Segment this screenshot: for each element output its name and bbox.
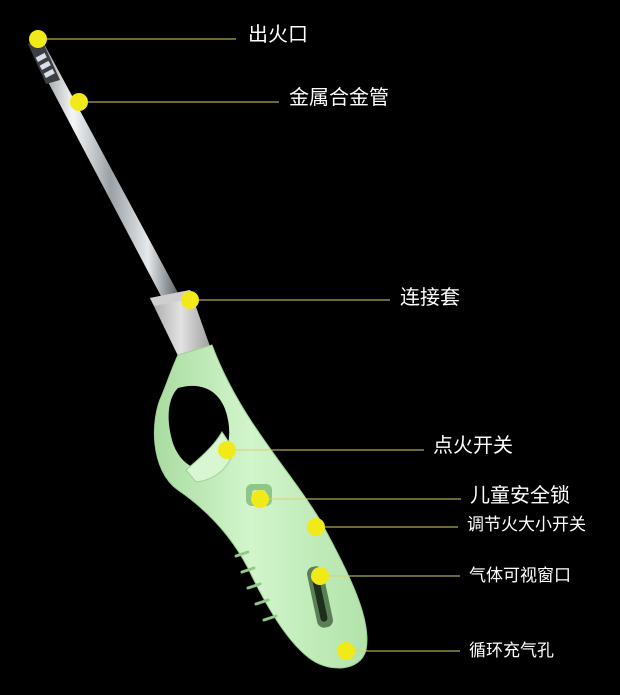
label-metal-tube: 金属合金管	[289, 85, 389, 109]
label-connector-sleeve: 连接套	[400, 285, 460, 309]
label-refill-hole: 循环充气孔	[469, 641, 554, 661]
dot-gas-window	[311, 567, 329, 585]
dot-child-safety-lock	[251, 490, 269, 508]
dot-refill-hole	[337, 642, 355, 660]
metal-tube	[28, 40, 178, 298]
dot-connector-sleeve	[181, 291, 199, 309]
label-child-safety-lock: 儿童安全锁	[470, 483, 570, 507]
label-ignition-switch: 点火开关	[433, 433, 513, 457]
dot-flame-outlet	[29, 30, 47, 48]
label-gas-window: 气体可视窗口	[469, 566, 571, 586]
connector-sleeve	[150, 290, 212, 360]
marker-dots	[29, 30, 355, 660]
label-flame-outlet: 出火口	[248, 22, 308, 46]
dot-ignition-switch	[218, 441, 236, 459]
dot-flame-adjust-switch	[307, 518, 325, 536]
callout-lines	[40, 38, 461, 652]
label-flame-adjust-switch: 调节火大小开关	[467, 515, 586, 535]
dot-metal-tube	[70, 93, 88, 111]
